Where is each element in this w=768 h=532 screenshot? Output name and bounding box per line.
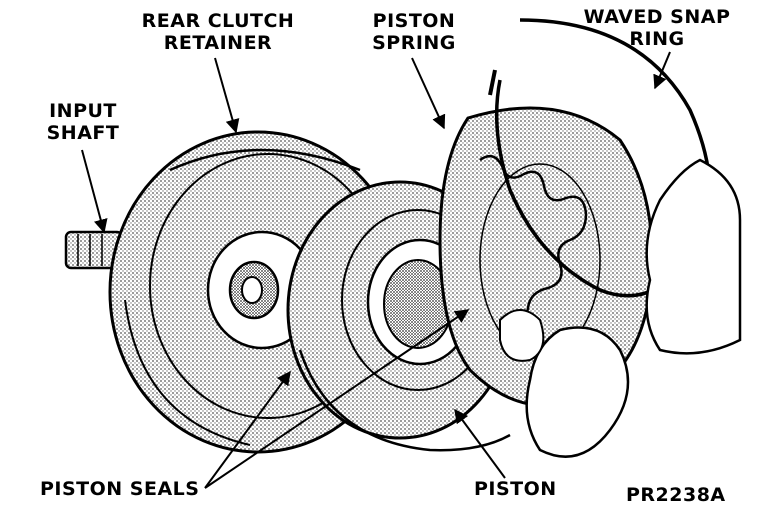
label-input-shaft-line2: SHAFT xyxy=(46,122,120,144)
label-piston-seals: PISTON SEALS xyxy=(40,478,200,500)
label-piston-spring-line2: SPRING xyxy=(372,32,456,54)
label-rear-clutch-retainer-line1: REAR CLUTCH xyxy=(141,10,295,32)
label-waved-snap-ring-line2: RING xyxy=(629,28,685,50)
leader-lines xyxy=(81,51,671,489)
hand-illustration xyxy=(499,158,742,458)
label-piston: PISTON xyxy=(474,478,557,500)
label-input-shaft: INPUT SHAFT xyxy=(38,100,128,144)
label-rear-clutch-retainer: REAR CLUTCH RETAINER xyxy=(138,10,298,54)
label-rear-clutch-retainer-line2: RETAINER xyxy=(163,32,273,54)
label-figure-code: PR2238A xyxy=(626,484,726,506)
label-input-shaft-line1: INPUT xyxy=(49,100,117,122)
label-waved-snap-ring-line1: WAVED SNAP xyxy=(583,6,731,28)
label-piston-spring-line1: PISTON xyxy=(372,10,456,32)
label-waved-snap-ring: WAVED SNAP RING xyxy=(582,6,732,50)
label-piston-spring: PISTON SPRING xyxy=(364,10,464,54)
